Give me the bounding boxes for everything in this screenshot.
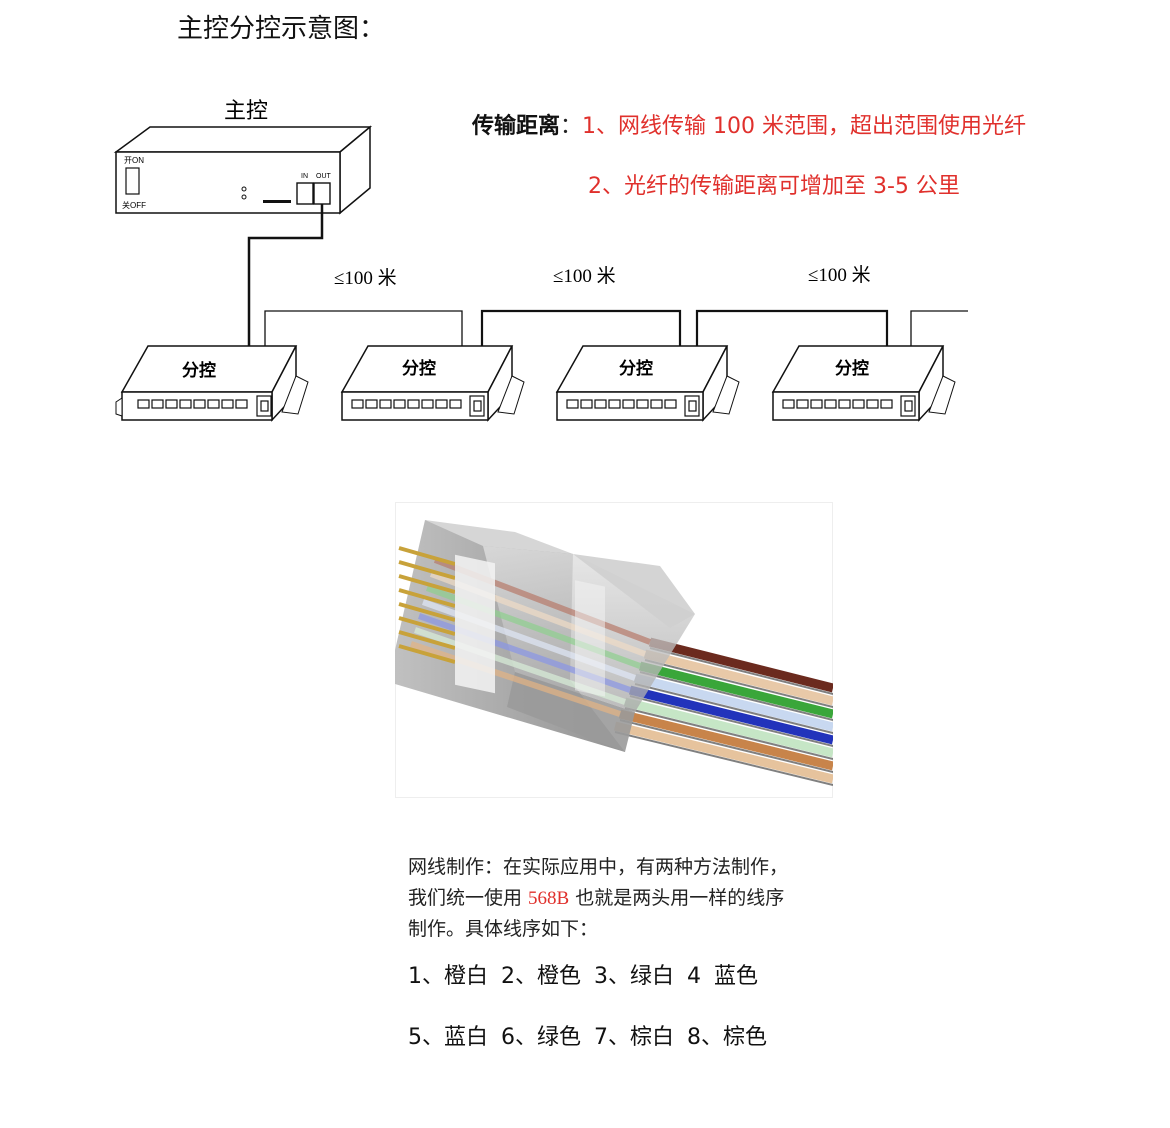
transmission-colon: ： (560, 114, 583, 139)
sub-controller: 分控 (340, 345, 525, 422)
rj45-connector-image (395, 502, 833, 798)
wiring-standard: 568B (528, 888, 570, 909)
port-out-label: OUT (316, 173, 332, 180)
power-switch-icon (125, 167, 140, 195)
topology-diagram: 开ON 关OFF IN OUT 主控 ≤100 米 ≤100 米 ≤100 米 … (113, 99, 968, 422)
wire-order-line-1: 1、橙白 2、橙色 3、绿白 4 蓝色 (408, 964, 758, 989)
sub-controller: 分控 (771, 345, 956, 422)
segment-distance-label: ≤100 米 (334, 267, 397, 289)
sub-controller: 分控 (555, 345, 740, 422)
gold-contacts-icon (398, 546, 456, 664)
wiring-line: 我们统一使用 568B 也就是两头用一样的线序 (408, 883, 788, 914)
segment-distance-label: ≤100 米 (808, 264, 871, 286)
sub-controller-label: 分控 (402, 358, 436, 379)
sub-controller-label: 分控 (835, 358, 869, 379)
transmission-note-1: 传输距离：1、网线传输 100 米范围，超出范围使用光纤 (472, 108, 1026, 140)
sub-controller-label: 分控 (619, 358, 653, 379)
wiring-text: 也就是两头用一样的线序 (569, 887, 785, 909)
port-in-icon (296, 182, 314, 205)
switch-off-label: 关OFF (122, 200, 146, 210)
wiring-text: 我们统一使用 (408, 887, 529, 909)
network-cables (247, 204, 968, 348)
main-controller-label: 主控 (224, 99, 268, 124)
transmission-note-1-text: 1、网线传输 100 米范围，超出范围使用光纤 (582, 114, 1027, 139)
wiring-line: 网线制作：在实际应用中，有两种方法制作， (408, 856, 789, 878)
transmission-heading: 传输距离 (472, 114, 561, 139)
sub-controller: 分控 (115, 345, 309, 422)
segment-distance-label: ≤100 米 (553, 265, 616, 287)
port-in-label: IN (301, 173, 308, 180)
page-title: 主控分控示意图： (177, 14, 386, 44)
switch-on-label: 开ON (124, 156, 144, 165)
sub-controller-label: 分控 (182, 360, 216, 381)
port-out-icon (313, 182, 331, 205)
wiring-line: 制作。具体线序如下： (408, 918, 599, 940)
wiring-instructions: 网线制作：在实际应用中，有两种方法制作， 我们统一使用 568B 也就是两头用一… (408, 852, 788, 945)
wire-order-line-2: 5、蓝白 6、绿色 7、棕白 8、棕色 (408, 1025, 767, 1050)
main-controller: 开ON 关OFF IN OUT (113, 125, 373, 215)
transmission-note-2: 2、光纤的传输距离可增加至 3-5 公里 (588, 174, 960, 199)
